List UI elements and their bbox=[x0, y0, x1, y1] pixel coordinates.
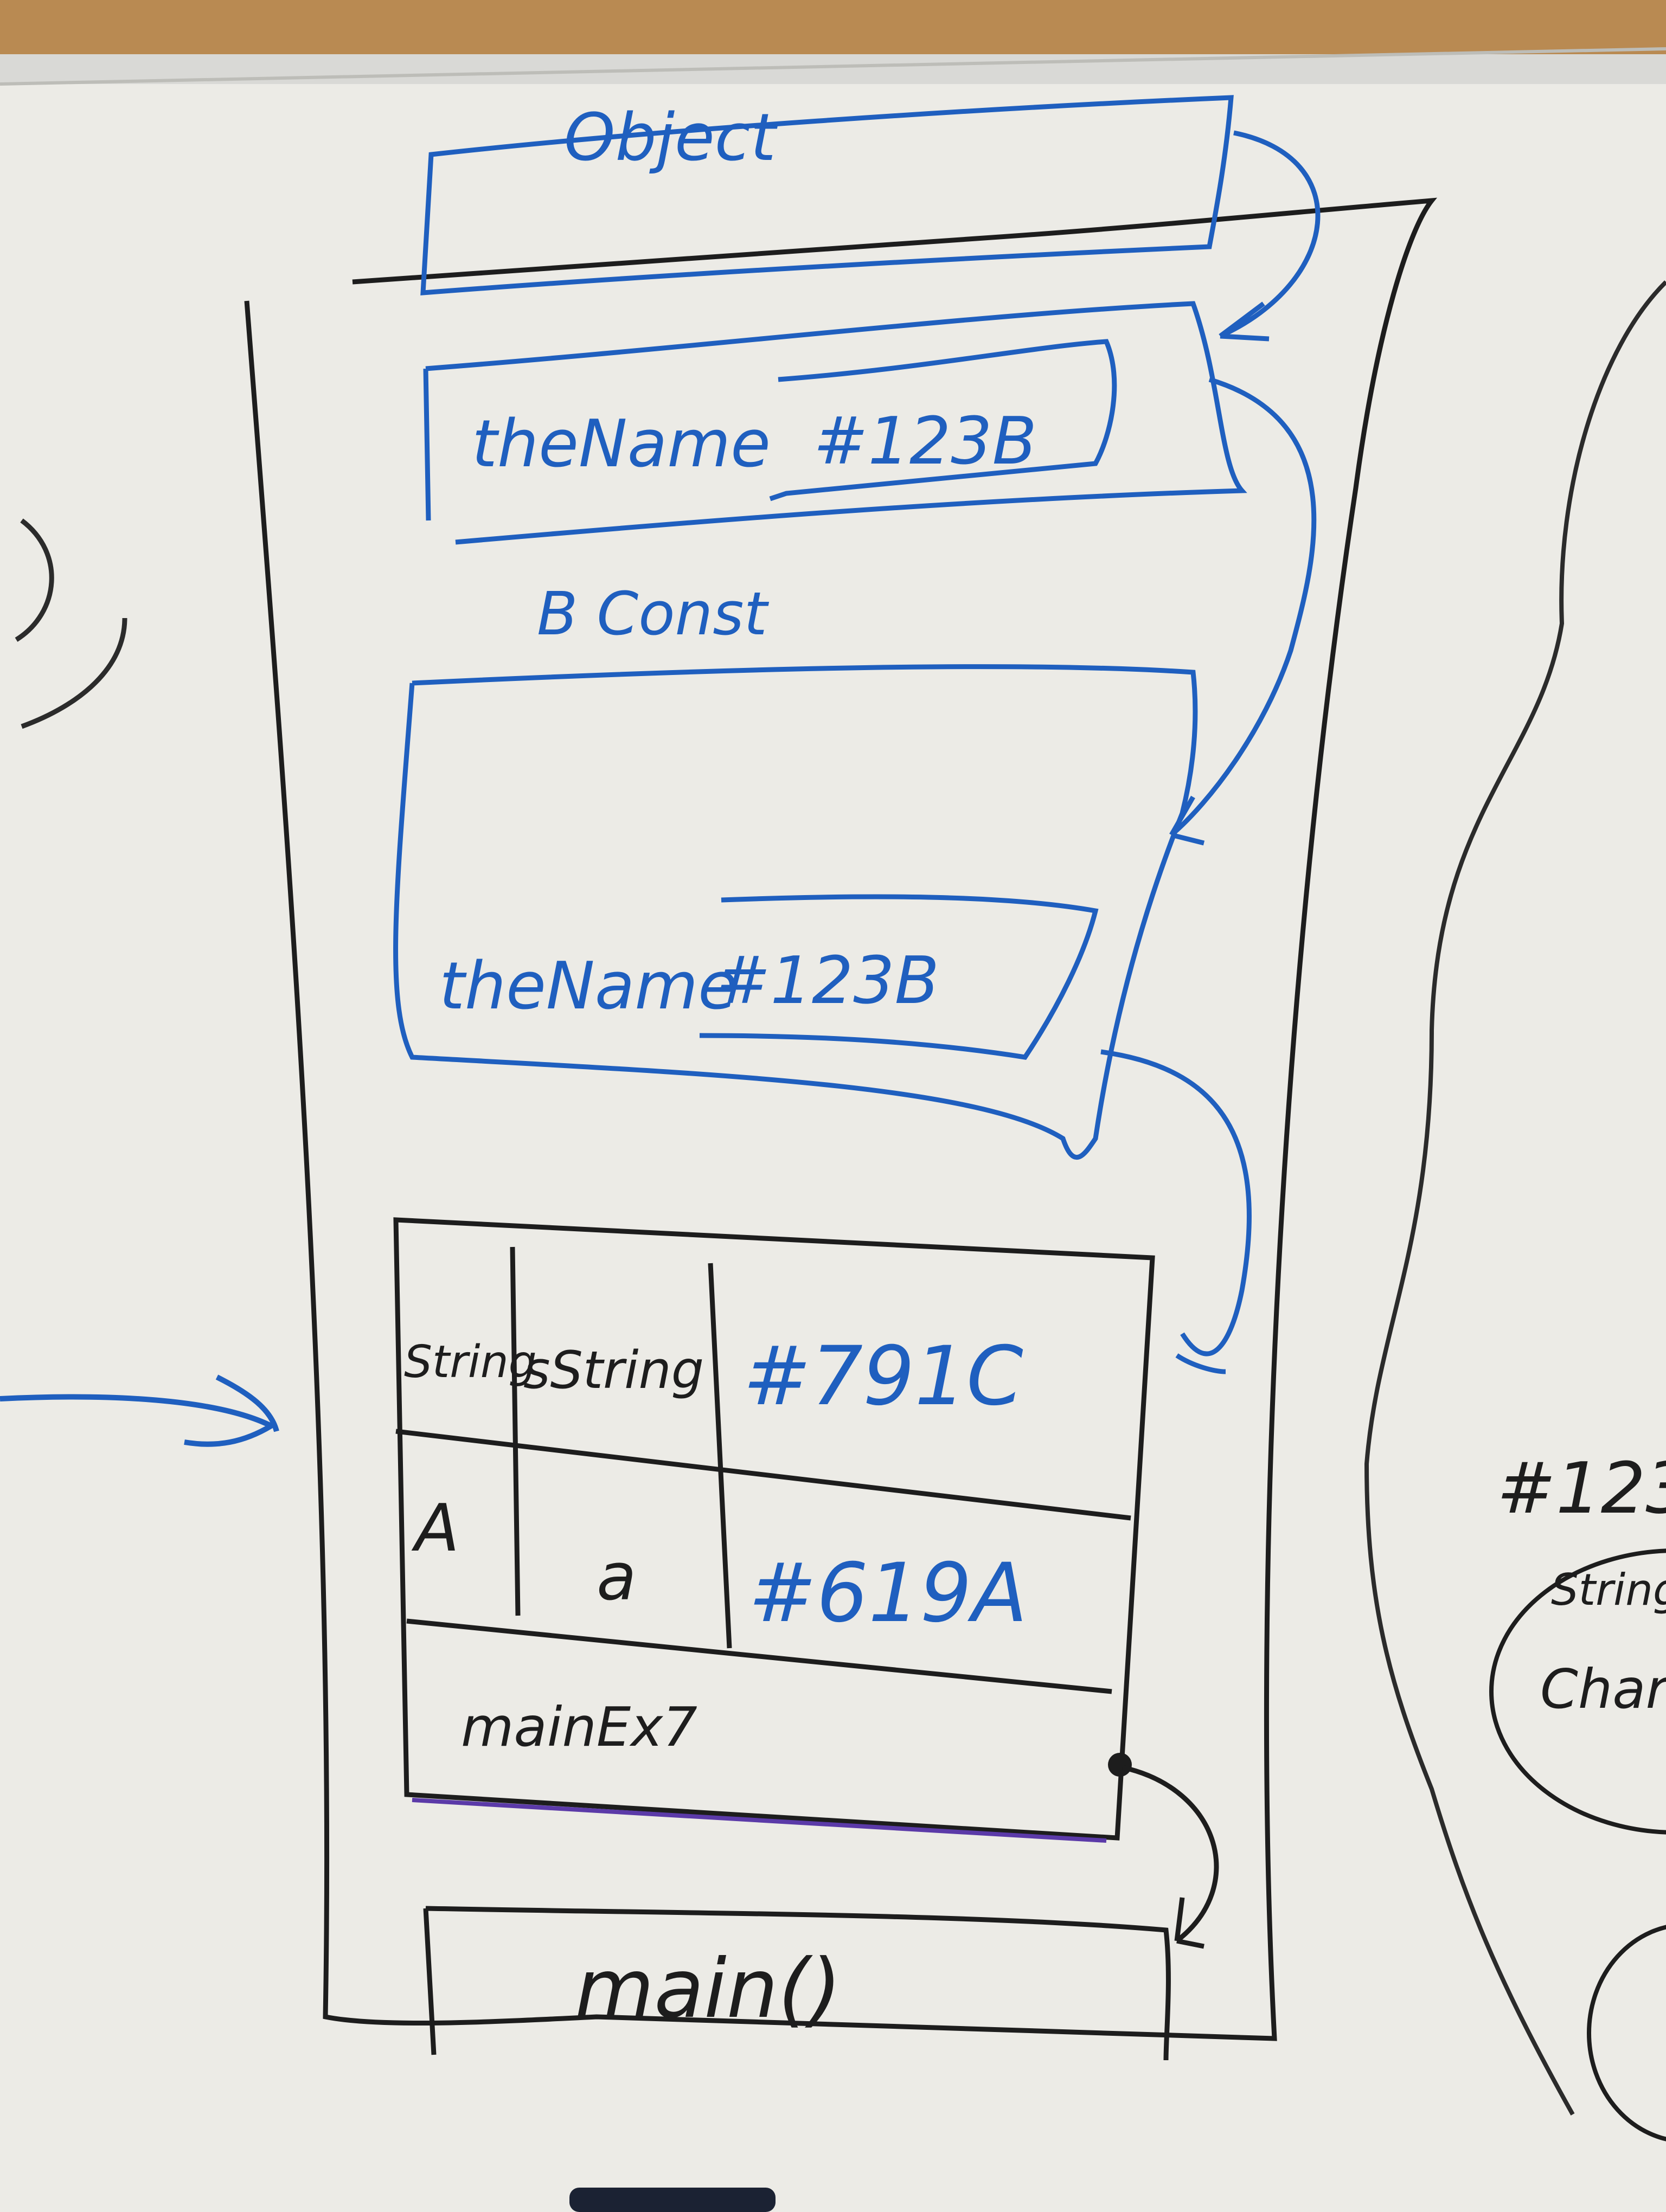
main-frame-box bbox=[423, 1906, 1171, 2061]
frame-pointer-dot bbox=[1108, 1753, 1132, 1777]
ref-mid-value: #123B bbox=[716, 943, 939, 1019]
cork-strip bbox=[0, 0, 1666, 60]
frame-to-main-arrow bbox=[1122, 1765, 1219, 1949]
stack-outline bbox=[244, 197, 1438, 2041]
ref-mid-box bbox=[699, 894, 1099, 1060]
heap-object-circle-lower bbox=[1587, 1925, 1666, 2142]
field-top-name: theName bbox=[472, 407, 771, 482]
const-mid-arrow bbox=[1100, 1049, 1252, 1374]
frame-edge bbox=[0, 47, 1666, 86]
table-row-ref: #619A bbox=[748, 1546, 1028, 1641]
main-method-label: main() bbox=[575, 1942, 842, 2036]
const-frame-label: B Const bbox=[537, 579, 770, 648]
main-frame-label: mainEx7 bbox=[461, 1695, 697, 1759]
ref-top-box bbox=[769, 339, 1117, 501]
bottom-dark-object bbox=[569, 2188, 776, 2212]
left-arrow bbox=[0, 1374, 279, 1447]
heap-object-value: Charl bbox=[1540, 1657, 1666, 1721]
left-curve-mark bbox=[21, 618, 127, 729]
table-header-type: String bbox=[404, 1336, 537, 1388]
purple-underline bbox=[412, 1798, 1107, 1843]
object-to-const-arrow bbox=[1219, 130, 1321, 342]
table-header-ref: #791C bbox=[743, 1329, 1023, 1424]
heap-object-type: String bbox=[1551, 1565, 1666, 1615]
field-mid-name: theName bbox=[439, 949, 738, 1024]
left-paren-mark bbox=[15, 518, 54, 642]
heap-divider bbox=[1364, 280, 1666, 2115]
heap-ref-label: #123 bbox=[1497, 1447, 1666, 1529]
const-mid-frame bbox=[393, 664, 1198, 1160]
table-row-name: a bbox=[597, 1540, 637, 1615]
object-frame-label: Object bbox=[564, 100, 778, 176]
ref-top-value: #123B bbox=[813, 404, 1037, 479]
object-frame-box bbox=[420, 95, 1234, 295]
const-top-frame bbox=[423, 301, 1247, 545]
table-header-name: sString bbox=[523, 1341, 704, 1400]
table-row-type: A bbox=[411, 1491, 459, 1566]
heap-object-circle bbox=[1489, 1548, 1666, 1835]
main-frame-table bbox=[393, 1217, 1155, 1841]
